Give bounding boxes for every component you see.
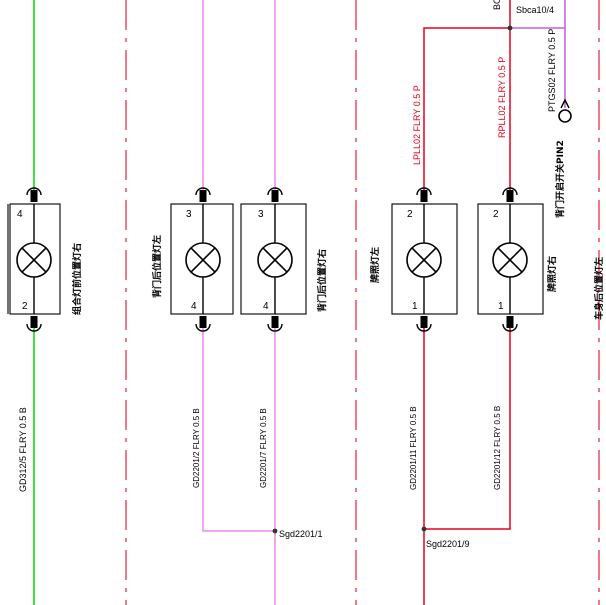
pin-number-bottom: 2 <box>22 301 28 312</box>
connector-cap-top-icon <box>195 187 211 196</box>
connector-terminal-bottom <box>506 316 514 328</box>
pin-number-bottom: 4 <box>263 301 269 312</box>
connector-cap-bottom-icon <box>416 323 432 332</box>
red-wire-top-left-label: LPLL02 FLRY 0.5 P <box>412 85 422 165</box>
pin-number-top: 3 <box>186 209 192 220</box>
lamp-cross-icon <box>190 247 216 273</box>
wires <box>33 0 572 605</box>
body-lamp-label: 车身后位置灯左 <box>593 257 605 320</box>
connector-terminal-bottom <box>30 316 38 328</box>
connector-terminal-top <box>199 190 207 202</box>
connector-cap-top-icon <box>26 187 42 196</box>
connector-cap-top-icon <box>416 187 432 196</box>
license-lamp-right-label: 牌照灯右 <box>546 256 558 292</box>
connector-terminal-bottom <box>420 316 428 328</box>
license-lamp-left-label: 牌照灯左 <box>369 247 381 283</box>
top-cut-label: BC <box>492 0 502 10</box>
red-wire-top-right-label: RPLL02 FLRY 0.5 P <box>497 57 507 138</box>
combo-lamp-right-label: 组合灯前位置灯右 <box>71 243 83 315</box>
connector-terminal-top <box>506 190 514 202</box>
pink-wire-left-bottom <box>202 325 275 532</box>
red-wire-bottom-right <box>424 325 511 530</box>
wire-junction-dot <box>421 526 427 532</box>
pin-number-top: 2 <box>407 209 413 220</box>
license-lamp-left: 21 <box>391 187 458 332</box>
license-lamp-right: 21 <box>477 187 544 332</box>
combo-lamp-right: 42 <box>7 187 61 332</box>
pink-wire-left-label: GD2201/2 FLRY 0.5 B <box>192 408 201 488</box>
green-wire-label: GD312/5 FLRY 0.5 B <box>18 407 28 492</box>
red-wire-bottom-right-label: GD2201/12 FLRY 0.5 B <box>493 406 502 490</box>
connector-cap-top-icon <box>502 187 518 196</box>
pin-number-bottom: 4 <box>191 301 197 312</box>
boundary-lines <box>125 0 600 605</box>
switch-contact-icon <box>560 98 570 109</box>
connector-terminal-top <box>420 190 428 202</box>
connector-cap-bottom-icon <box>267 323 283 332</box>
pin-number-bottom: 1 <box>498 301 504 312</box>
pin-number-top: 2 <box>493 209 499 220</box>
sgd-right-node-label: Sgd2201/9 <box>426 539 470 549</box>
connector-terminal-bottom <box>199 316 207 328</box>
pin-number-bottom: 1 <box>412 301 418 312</box>
lamp-cross-icon <box>21 247 47 273</box>
pin-number-top: 4 <box>17 209 23 220</box>
switch-terminal-icon <box>558 109 572 123</box>
connector-terminal-top <box>271 190 279 202</box>
tailgate-lamp-right-label: 背门后位置灯右 <box>316 249 328 312</box>
sgd-left-node-label: Sgd2201/1 <box>279 529 323 539</box>
wire-junction-dot <box>272 528 278 534</box>
tailgate-lamp-left: 34 <box>170 187 234 332</box>
sbca-node-label: Sbca10/4 <box>516 5 554 15</box>
connector-cap-bottom-icon <box>502 323 518 332</box>
connector-terminal-top <box>30 190 38 202</box>
lamp-cross-icon <box>497 247 523 273</box>
pin-number-top: 3 <box>258 209 264 220</box>
lamp-cross-icon <box>262 247 288 273</box>
red-wire-bottom-left-label: GD2201/11 FLRY 0.5 B <box>409 406 418 490</box>
connector-cap-bottom-icon <box>195 323 211 332</box>
red-wire-top-left <box>423 27 510 190</box>
connector-terminal-bottom <box>271 316 279 328</box>
wire-junction-dot <box>507 25 513 31</box>
connector-cap-bottom-icon <box>26 323 42 332</box>
purple-wire-label: PTGS02 FLRY 0.5 P <box>547 29 557 112</box>
pink-wire-right-label: GD2201/7 FLRY 0.5 B <box>259 408 268 488</box>
connector-cap-top-icon <box>267 187 283 196</box>
lamp-cross-icon <box>411 247 437 273</box>
switch-pin-label: 背门开启开关PIN2 <box>554 140 566 218</box>
tailgate-lamp-right: 34 <box>240 187 307 332</box>
tailgate-lamp-left-label: 背门后位置灯左 <box>151 235 163 298</box>
